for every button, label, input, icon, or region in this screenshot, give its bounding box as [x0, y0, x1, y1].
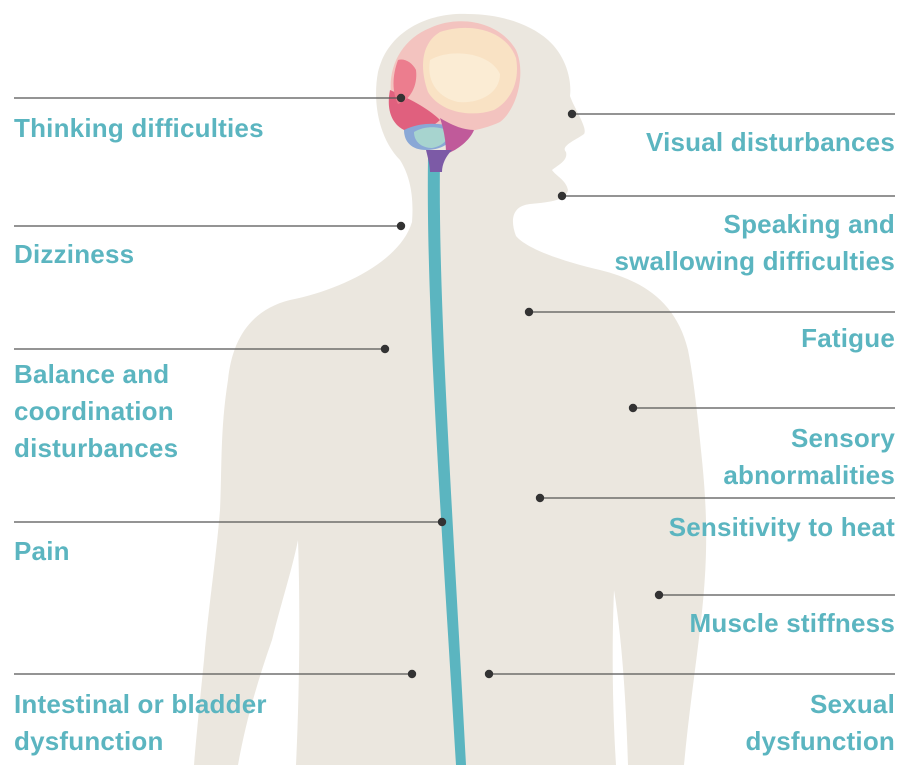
leader-dot-visual [568, 110, 576, 118]
label-sexual-dysfunction: Sexual dysfunction [745, 686, 895, 760]
label-speaking-swallowing: Speaking and swallowing difficulties [614, 206, 895, 280]
label-dizziness: Dizziness [14, 236, 134, 273]
label-visual-disturbances: Visual disturbances [646, 124, 895, 161]
label-balance-coordination: Balance and coordination disturbances [14, 356, 178, 467]
leader-dot-sexual [485, 670, 493, 678]
label-thinking-difficulties: Thinking difficulties [14, 110, 264, 147]
leader-dot-balance [381, 345, 389, 353]
label-muscle-stiffness: Muscle stiffness [690, 605, 896, 642]
leader-dot-thinking [397, 94, 405, 102]
leader-dot-intestinal [408, 670, 416, 678]
label-sensory-abnormalities: Sensory abnormalities [723, 420, 895, 494]
leader-dot-pain [438, 518, 446, 526]
label-sensitivity-to-heat: Sensitivity to heat [669, 509, 895, 546]
leader-dot-dizziness [397, 222, 405, 230]
leader-dot-fatigue [525, 308, 533, 316]
leader-dot-speaking [558, 192, 566, 200]
leader-dot-muscle [655, 591, 663, 599]
label-fatigue: Fatigue [801, 320, 895, 357]
leader-dot-heat [536, 494, 544, 502]
leader-dot-sensory [629, 404, 637, 412]
label-pain: Pain [14, 533, 70, 570]
label-intestinal-bladder: Intestinal or bladder dysfunction [14, 686, 267, 760]
